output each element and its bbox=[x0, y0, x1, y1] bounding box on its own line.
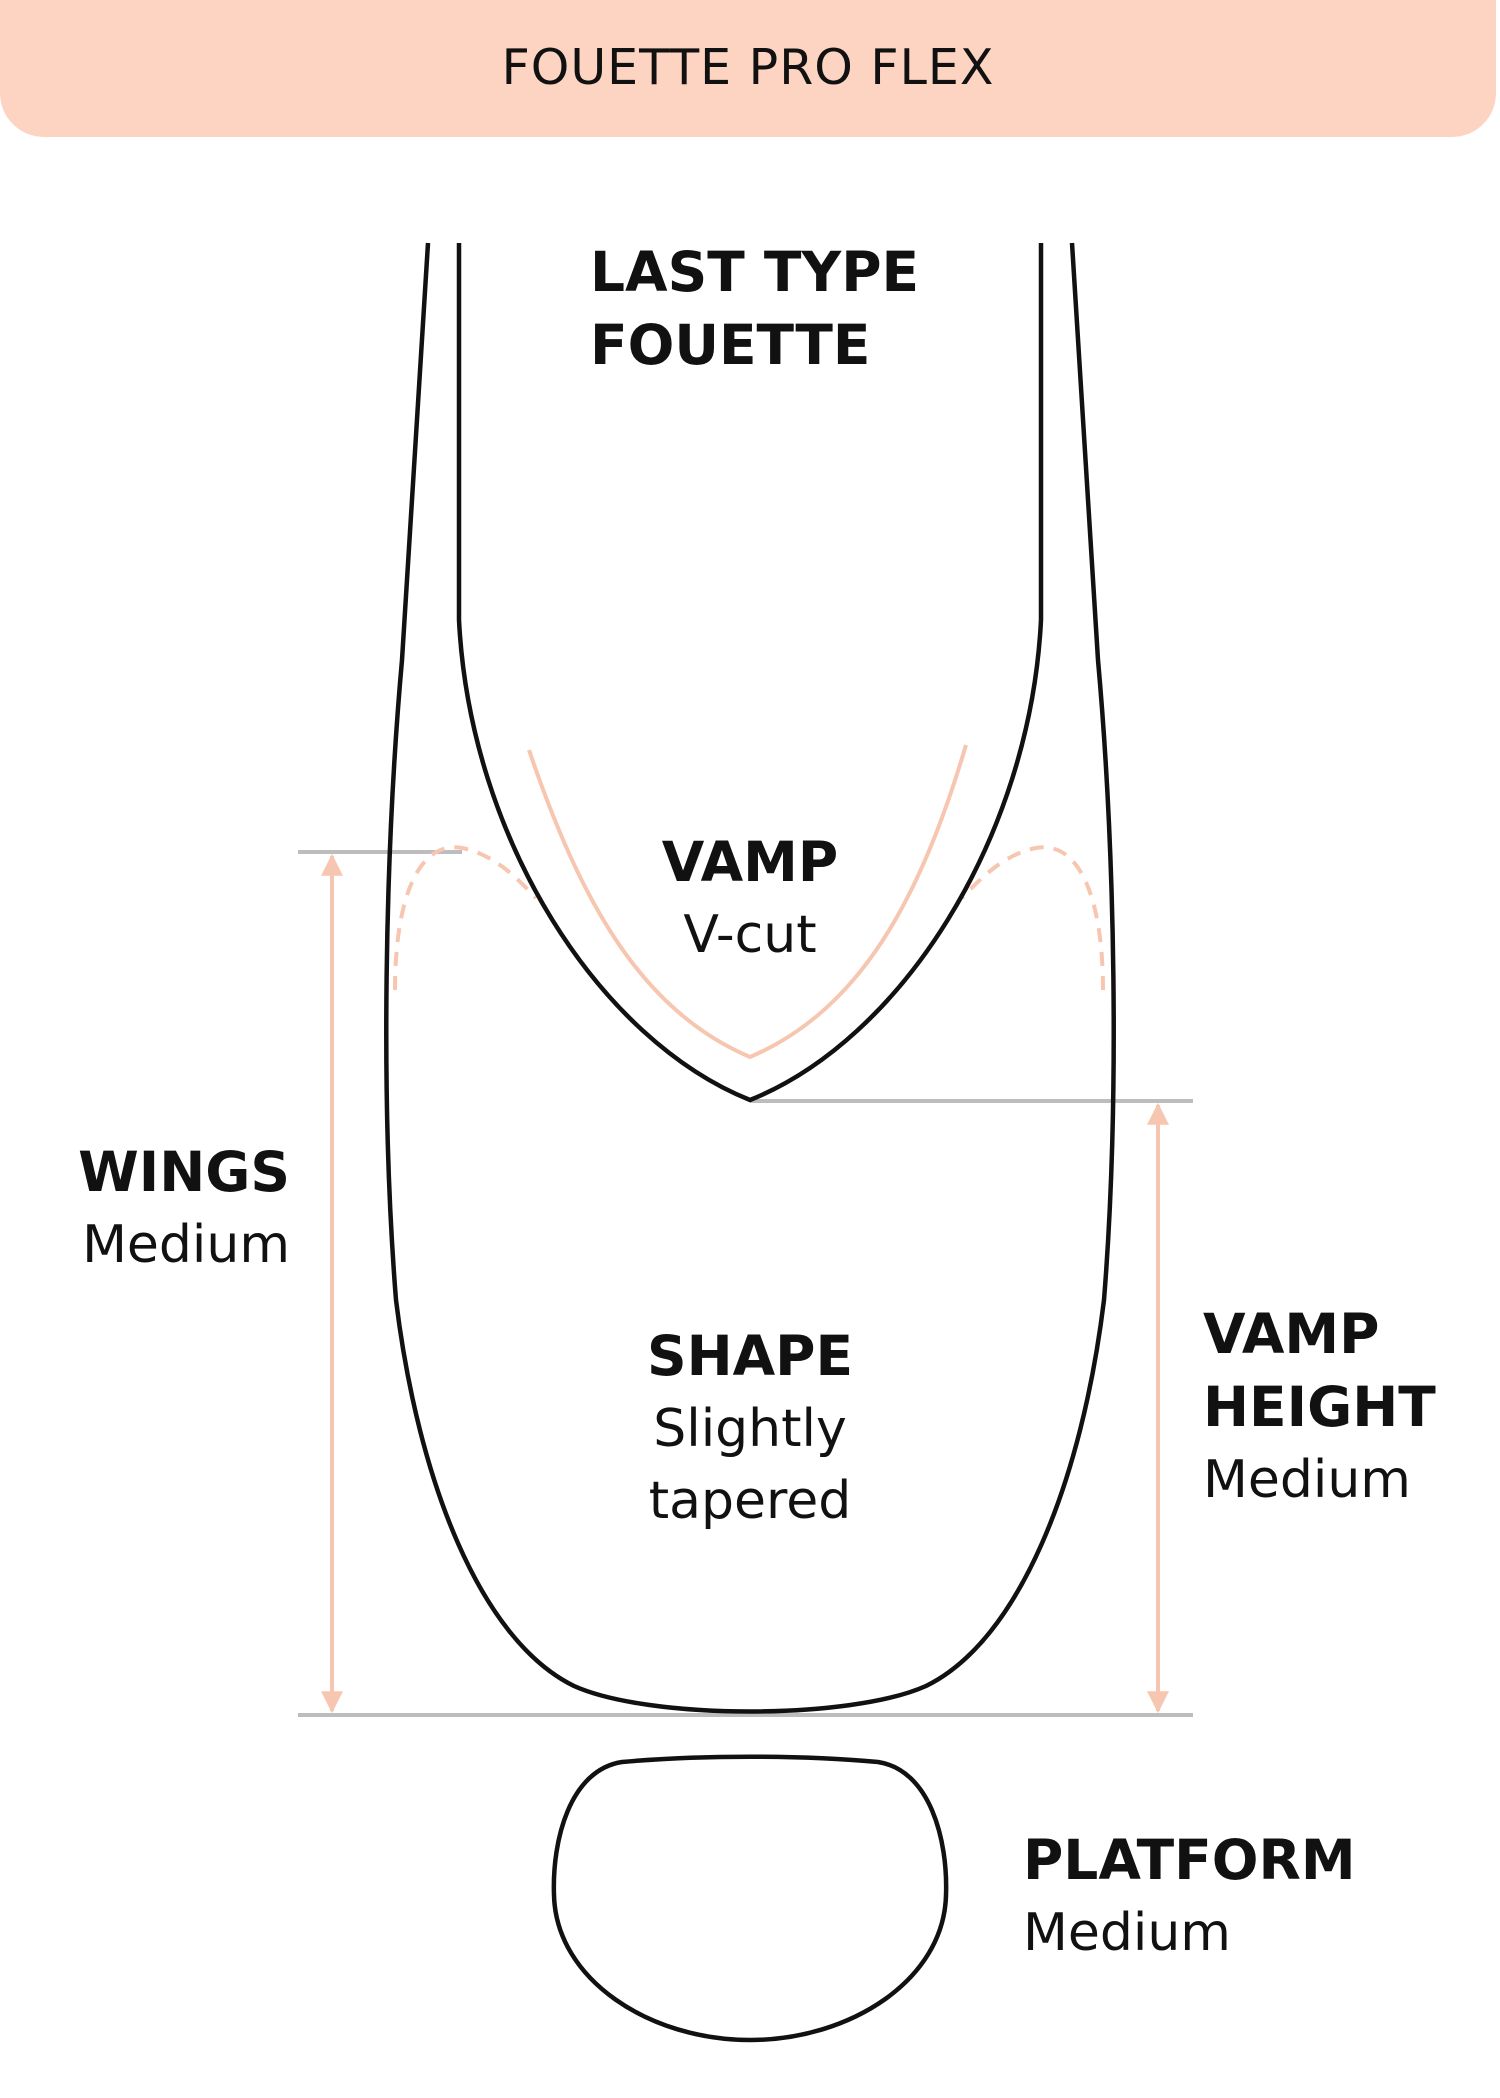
vamp-height-label: VAMP HEIGHT Medium bbox=[1203, 1298, 1436, 1516]
page-title: FOUETTE PRO FLEX bbox=[501, 39, 995, 96]
title-banner bbox=[0, 0, 1496, 137]
wings-value: Medium bbox=[82, 1215, 290, 1275]
shape-title: SHAPE bbox=[646, 1324, 854, 1388]
last-type-label: LAST TYPE FOUETTE bbox=[590, 236, 919, 382]
platform-label: PLATFORM Medium bbox=[1023, 1824, 1356, 1969]
shape-value-line2: tapered bbox=[648, 1471, 852, 1531]
vamp-v-cut-accent-line bbox=[527, 744, 968, 1060]
last-type-title-line2: FOUETTE bbox=[590, 313, 871, 377]
platform-outline bbox=[551, 1754, 949, 2043]
left-wing-dashed-curve bbox=[393, 845, 538, 991]
wings-label: WINGS Medium bbox=[40, 1136, 290, 1281]
vamp-height-value: Medium bbox=[1203, 1450, 1411, 1510]
right-wing-dashed-curve bbox=[960, 845, 1105, 991]
platform-value: Medium bbox=[1023, 1903, 1231, 1963]
vamp-height-title-line1: VAMP bbox=[1203, 1302, 1380, 1366]
platform-title: PLATFORM bbox=[1023, 1828, 1356, 1892]
vamp-height-title-line2: HEIGHT bbox=[1203, 1375, 1436, 1439]
shape-label: SHAPE Slightly tapered bbox=[570, 1320, 930, 1537]
shoe-outer-outline bbox=[384, 242, 1116, 1714]
vamp-label: VAMP V-cut bbox=[600, 826, 900, 971]
wings-title: WINGS bbox=[78, 1140, 290, 1204]
vamp-value: V-cut bbox=[683, 905, 817, 965]
shape-value-line1: Slightly bbox=[653, 1399, 847, 1459]
shoe-inner-opening bbox=[456, 243, 1044, 1103]
vamp-title: VAMP bbox=[661, 830, 839, 894]
last-type-title-line1: LAST TYPE bbox=[590, 240, 920, 304]
